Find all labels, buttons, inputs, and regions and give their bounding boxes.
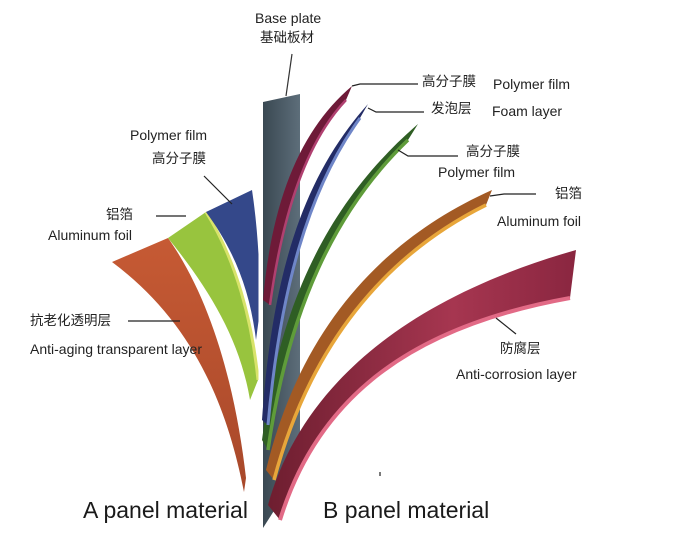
a-aluminum-label-zh: 铝箔 [106,207,133,223]
a-polymer-layer [206,190,260,340]
leader-b-aluminum [489,193,536,197]
b-anticorrosion-edge [278,296,571,521]
leader-b-polymer-mid [397,149,458,157]
b-polymer-top-layer [263,86,352,305]
a-aluminum-label-en: Aluminum foil [48,227,133,243]
a-antiaging-label-zh: 抗老化透明层 [30,313,111,329]
b-aluminum-edge [272,203,487,481]
b-polymer-mid-label-zh: 高分子膜 [466,144,520,160]
a-antiaging-layer [112,238,246,492]
b-anticorrosion-label-zh: 防腐层 [500,341,541,357]
b-aluminum-label-zh: 铝箔 [555,186,582,202]
a-aluminum-edge [204,211,260,381]
a-polymer-label-zh: 高分子膜 [152,151,206,167]
a-aluminum-layer [168,212,258,400]
a-antiaging-label-en: Anti-aging transparent layer [30,341,202,357]
base-plate-edge [285,53,293,97]
b-polymer-mid-label-en: Polymer film [438,164,516,180]
b-foam-label-zh: 发泡层 [431,101,472,117]
b-foam-label-en: Foam layer [492,103,563,119]
b-anticorrosion-label-en: Anti-corrosion layer [456,366,577,382]
b-polymer-top-label-zh: 高分子膜 [422,74,476,90]
a-polymer-label-en: Polymer film [130,127,208,143]
b-anticorrosion-layer [268,250,576,520]
leader-a-polymer [203,175,233,205]
leader-b-polymer-top [351,83,418,87]
leader-b-anticorrosion [495,317,517,335]
b-polymer-top-label-en: Polymer film [493,76,571,92]
b-aluminum-label-en: Aluminum foil [497,213,582,229]
a-panel-title: A panel material [83,497,248,523]
base-plate-label-en: Base plate [255,10,322,26]
b-polymer-top-edge [268,99,347,306]
base-plate-label-zh: 基础板材 [260,30,314,46]
b-foam-edge [266,117,362,426]
b-polymer-mid-edge [266,138,410,451]
b-panel-title: B panel material [323,497,490,523]
leader-b-foam [367,107,424,113]
